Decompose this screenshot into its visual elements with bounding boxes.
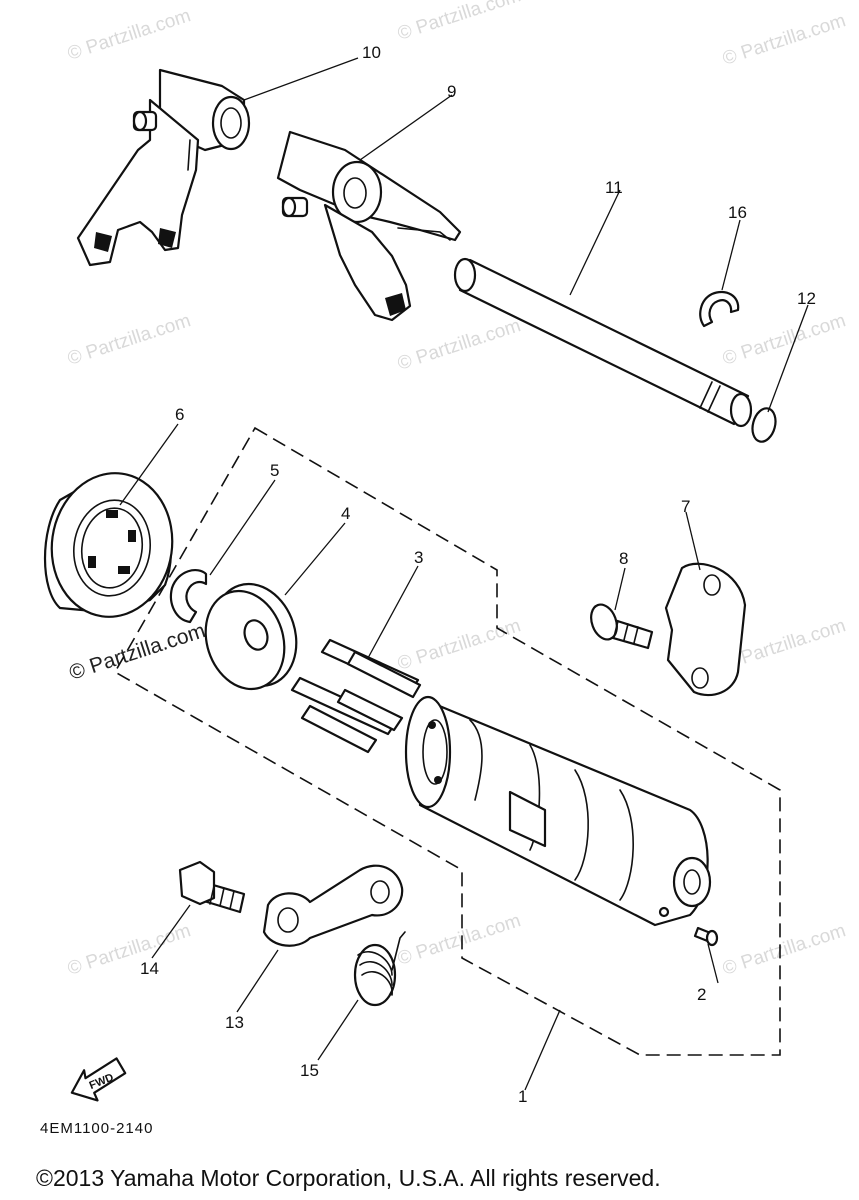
callout-16: 16 — [728, 203, 747, 222]
bolt-14 — [178, 860, 246, 914]
callout-10: 10 — [362, 43, 381, 62]
watermark: © Partzilla.com — [720, 920, 848, 980]
callout-14: 14 — [140, 959, 159, 978]
leader-lines — [119, 57, 809, 1091]
callout-1: 1 — [518, 1087, 527, 1106]
watermark: © Partzilla.com — [395, 315, 523, 375]
watermark: © Partzilla.com — [65, 920, 193, 980]
plate-7-hole — [691, 667, 709, 689]
callout-12: 12 — [797, 289, 816, 308]
bearing-6 — [43, 472, 174, 618]
pins-3 — [290, 638, 422, 754]
watermark: © Partzilla.com — [720, 10, 848, 70]
guide-bar-11 — [453, 257, 753, 428]
callout-8: 8 — [619, 549, 628, 568]
shift-drum-1 — [404, 695, 712, 927]
watermark-dark: © Partzilla.com — [66, 619, 208, 685]
callout-labels: 10 9 11 16 12 6 5 4 3 7 8 2 14 13 15 1 — [140, 43, 816, 1106]
callout-11: 11 — [605, 178, 623, 197]
plate-7-hole — [703, 574, 721, 596]
shift-fork-9 — [276, 130, 462, 322]
bolt-8 — [590, 603, 654, 650]
fwd-arrow-icon: FWD — [70, 1057, 127, 1102]
callout-9: 9 — [447, 82, 456, 101]
copyright-notice: ©2013 Yamaha Motor Corporation, U.S.A. A… — [36, 1165, 661, 1191]
shift-fork-10 — [76, 68, 251, 267]
dowel-pin-2 — [693, 926, 719, 947]
callout-4: 4 — [341, 504, 350, 523]
circlip-5 — [169, 569, 208, 624]
assembly-outline — [113, 426, 781, 1056]
watermark: © Partzilla.com — [395, 910, 523, 970]
watermark: © Partzilla.com — [720, 310, 848, 370]
watermark: © Partzilla.com — [395, 615, 523, 675]
watermark: © Partzilla.com — [395, 0, 523, 45]
circlip-16 — [699, 290, 740, 328]
arm-13 — [262, 864, 404, 947]
spring-15 — [353, 931, 406, 1007]
callout-6: 6 — [175, 405, 184, 424]
o-ring-12 — [751, 407, 777, 443]
callout-2: 2 — [697, 985, 706, 1004]
plate-7 — [664, 562, 747, 697]
callout-15: 15 — [300, 1061, 319, 1080]
washer-4 — [204, 582, 298, 691]
watermark: © Partzilla.com — [65, 310, 193, 370]
callout-5: 5 — [270, 461, 279, 480]
callout-13: 13 — [225, 1013, 244, 1032]
callout-3: 3 — [414, 548, 423, 567]
watermark: © Partzilla.com — [65, 5, 193, 65]
reference-code: 4EM1100-2140 — [40, 1120, 153, 1137]
callout-7: 7 — [681, 497, 690, 516]
